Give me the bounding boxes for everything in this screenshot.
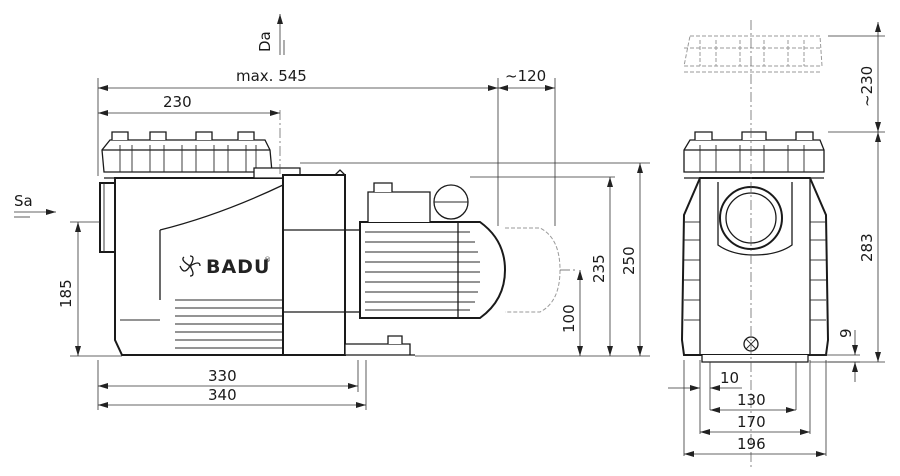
discharge-label: Da xyxy=(256,31,274,52)
motor-lantern xyxy=(282,169,360,356)
dim-230: 230 xyxy=(163,93,192,111)
brand-name: BADU xyxy=(206,256,270,278)
front-dimensions: ~230 283 9 10 130 170 196 xyxy=(668,22,885,457)
brand-registered: ® xyxy=(264,256,271,264)
dim-235: 235 xyxy=(590,254,608,283)
strainer-lid xyxy=(101,131,273,179)
front-view xyxy=(680,20,830,470)
dim-170: 170 xyxy=(737,413,766,431)
dim-250: 250 xyxy=(620,246,638,275)
front-lid xyxy=(683,131,825,179)
dim-10: 10 xyxy=(720,369,739,387)
electric-motor xyxy=(340,182,561,356)
dim-motor-removal: ~120 xyxy=(505,67,546,85)
suction-label: Sa xyxy=(14,192,33,210)
dim-130: 130 xyxy=(737,391,766,409)
side-dimensions: Da Sa max. 545 ~120 230 185 330 340 xyxy=(14,14,650,410)
dim-lid-removal: ~230 xyxy=(858,66,876,107)
dim-283: 283 xyxy=(858,233,876,262)
dim-100: 100 xyxy=(560,304,578,333)
dim-max-length: max. 545 xyxy=(236,67,307,85)
dim-330: 330 xyxy=(208,367,237,385)
dim-340: 340 xyxy=(208,386,237,404)
side-view: BADU ® xyxy=(99,110,575,356)
dim-196: 196 xyxy=(737,435,766,453)
lid-removal-outline xyxy=(683,35,823,73)
dim-9: 9 xyxy=(837,328,855,338)
swirl-icon xyxy=(179,255,201,277)
front-body xyxy=(680,177,830,363)
pump-housing xyxy=(99,167,301,356)
dim-185: 185 xyxy=(57,279,75,308)
brand-logo: BADU ® xyxy=(179,255,271,278)
